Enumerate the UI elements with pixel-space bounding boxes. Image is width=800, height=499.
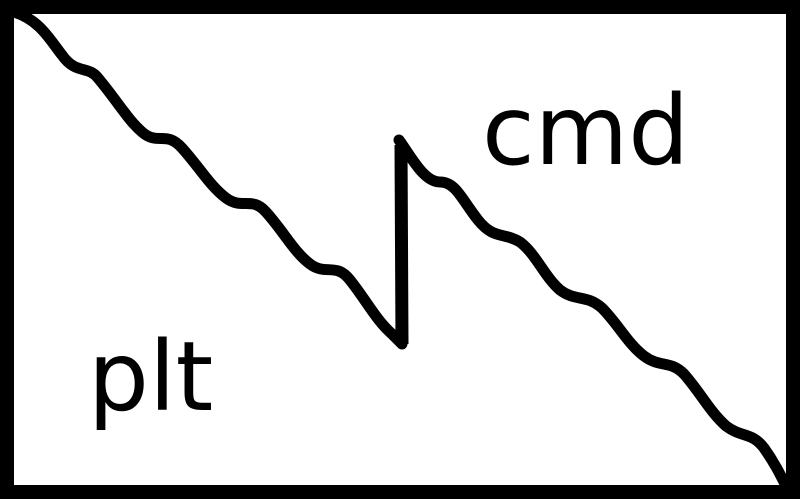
waveform-left-segment bbox=[8, 6, 408, 350]
waveform-right-segment bbox=[393, 134, 792, 492]
waveform-jump bbox=[394, 144, 409, 345]
label-plt: plt bbox=[88, 321, 213, 433]
label-cmd: cmd bbox=[482, 75, 689, 187]
